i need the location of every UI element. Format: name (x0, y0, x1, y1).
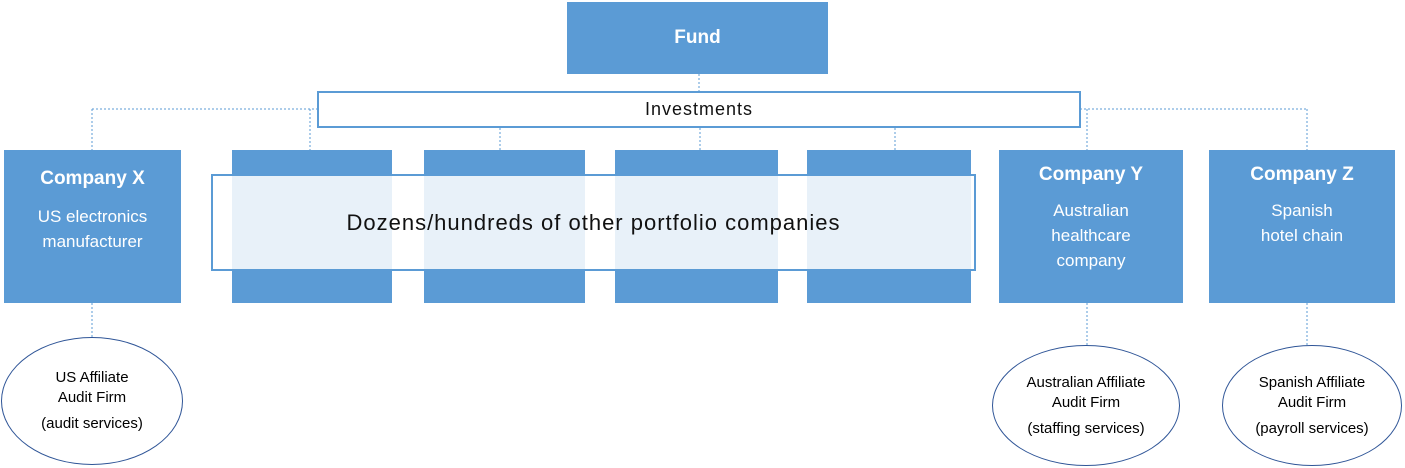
company-z-box: Company Z Spanish hotel chain (1209, 150, 1395, 303)
spanish-affiliate-service: (payroll services) (1255, 419, 1369, 437)
australian-affiliate-service: (staffing services) (1027, 419, 1145, 437)
company-x-box: Company X US electronics manufacturer (4, 150, 181, 303)
company-y-description: Australian healthcare company (1051, 201, 1131, 270)
company-y-name: Company Y (1038, 164, 1144, 185)
australian-affiliate-ellipse: Australian Affiliate Audit Firm (staffin… (992, 345, 1180, 466)
fund-label: Fund (674, 27, 721, 48)
spanish-affiliate-name: Spanish Affiliate Audit Firm (1258, 373, 1366, 411)
company-y-box: Company Y Australian healthcare company (999, 150, 1183, 303)
company-z-name: Company Z (1250, 164, 1354, 185)
investments-band: Investments (317, 91, 1081, 128)
other-companies-label: Dozens/hundreds of other portfolio compa… (346, 210, 841, 235)
company-z-description: Spanish hotel chain (1260, 201, 1344, 245)
spanish-affiliate-ellipse: Spanish Affiliate Audit Firm (payroll se… (1222, 345, 1402, 466)
investments-label: Investments (644, 99, 754, 119)
australian-affiliate-name: Australian Affiliate Audit Firm (1026, 373, 1146, 411)
us-affiliate-service: (audit services) (41, 415, 143, 432)
us-affiliate-ellipse: US Affiliate Audit Firm (audit services) (1, 337, 183, 465)
other-companies-overlay: Dozens/hundreds of other portfolio compa… (211, 174, 976, 271)
us-affiliate-name: US Affiliate Audit Firm (55, 369, 129, 406)
fund-box: Fund (567, 2, 828, 74)
company-x-name: Company X (40, 168, 145, 189)
company-x-description: US electronics manufacturer (37, 207, 148, 251)
